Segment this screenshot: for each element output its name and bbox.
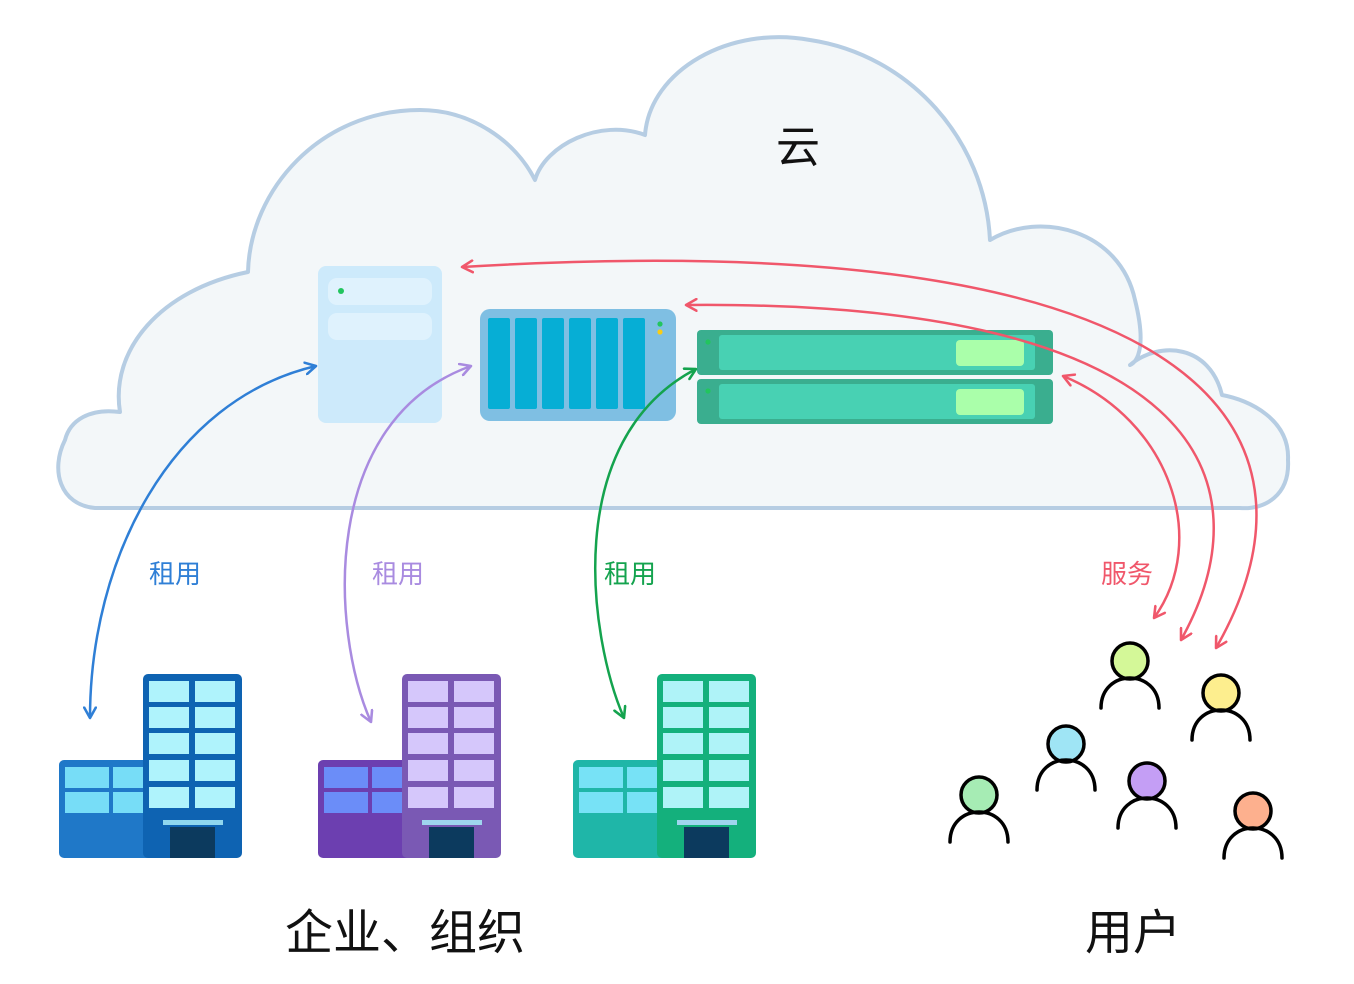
cloud-icon xyxy=(56,35,1291,511)
status-led xyxy=(705,339,711,345)
building-icon xyxy=(318,674,501,858)
status-led xyxy=(705,388,711,394)
server-rack-light xyxy=(318,266,442,423)
rent-label-green: 租用 xyxy=(604,560,656,590)
rent-arrow-purple xyxy=(343,366,471,722)
status-led xyxy=(657,321,663,327)
rent-label-blue: 租用 xyxy=(149,560,201,590)
user-icon xyxy=(1116,761,1178,830)
status-led xyxy=(338,288,344,294)
organizations-label: 企业、组织 xyxy=(285,905,525,961)
rent-arrow-blue xyxy=(90,366,316,718)
service-arrow-rack xyxy=(462,261,1258,648)
user-icon xyxy=(948,775,1010,844)
building-icon xyxy=(573,674,756,858)
storage-array-icon xyxy=(480,309,676,421)
user-icon xyxy=(1099,641,1161,710)
user-icon xyxy=(1035,724,1097,792)
status-led xyxy=(657,329,663,335)
building-icon xyxy=(59,674,242,858)
user-icon xyxy=(1190,673,1252,742)
user-icon xyxy=(1222,791,1284,860)
rent-label-purple: 租用 xyxy=(372,560,424,590)
service-label: 服务 xyxy=(1101,560,1153,590)
cloud-label: 云 xyxy=(776,122,820,173)
users-label: 用户 xyxy=(1085,905,1181,961)
